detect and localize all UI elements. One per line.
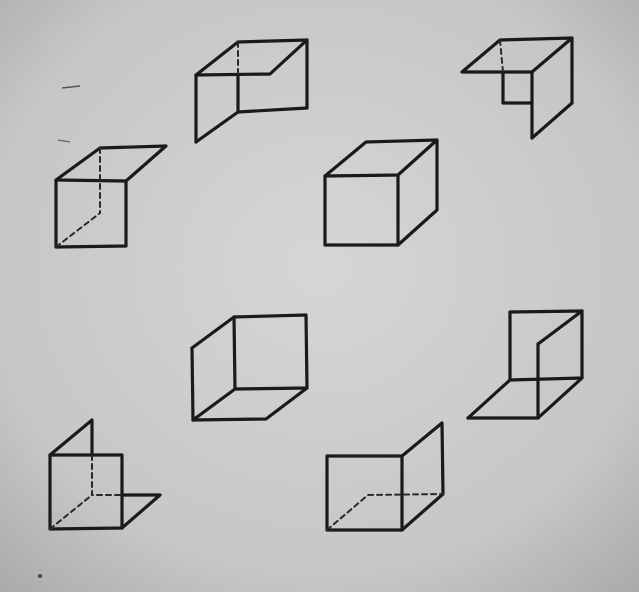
left-cube-top-flap-figure — [54, 144, 168, 249]
stray-marks — [38, 85, 81, 578]
bottom-left-corner-figure — [48, 418, 162, 531]
top-right-corner-figure — [460, 36, 574, 140]
right-corner-figure — [466, 309, 584, 420]
solid-cube-figure — [323, 138, 439, 247]
middle-open-cube-figure — [190, 313, 309, 422]
top-open-box-figure — [194, 38, 309, 144]
bottom-open-box-figure — [325, 421, 445, 532]
